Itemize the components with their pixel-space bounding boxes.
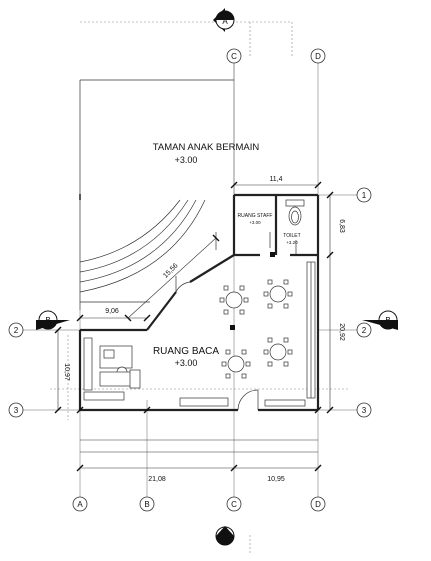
- grid-row-1: 1: [362, 191, 367, 200]
- toilet-level: +3.20: [286, 240, 298, 245]
- staff-desk: [83, 337, 141, 401]
- grid-row-2-left: 2: [14, 326, 19, 335]
- playground-outline: [79, 79, 234, 310]
- playground-name: TAMAN ANAK BERMAIN: [153, 142, 260, 153]
- grid-row-3-right: 3: [362, 406, 367, 415]
- dim-bottom-cd: 10,95: [267, 476, 285, 483]
- reading-room-level: +3.00: [175, 358, 198, 368]
- dim-bottom-ac: 21,08: [148, 476, 166, 483]
- staff-room-level: +3.00: [249, 220, 261, 225]
- dimension-lines: 11,4 6,83 20,92 10,97 15,56 9,06 21,: [54, 176, 345, 483]
- building-walls: [78, 193, 320, 412]
- room-labels: TAMAN ANAK BERMAIN +3.00 RUANG BACA +3.0…: [153, 142, 301, 368]
- site-boundary: [50, 21, 350, 555]
- column: [270, 252, 275, 257]
- bottom-shelf: [179, 397, 229, 407]
- staff-room-name: RUANG STAFF: [238, 213, 273, 219]
- bottom-shelf-right: [264, 399, 306, 407]
- section-b-left-label: B: [45, 316, 50, 325]
- grid-row-3-left: 3: [14, 406, 19, 415]
- grid-row-2-right: 2: [362, 326, 367, 335]
- grid-bubbles: C D A B C D 1 2 2 3 3: [8, 48, 372, 512]
- toilet-fixture: [285, 199, 305, 226]
- toilet-name: TOILET: [283, 233, 300, 239]
- section-b-right-label: B: [385, 316, 390, 325]
- section-marker-b-left: B: [36, 310, 70, 330]
- grid-col-b-bottom: B: [144, 500, 149, 509]
- grid-col-d-top: D: [315, 52, 321, 61]
- grid-col-a-bottom: A: [77, 500, 83, 509]
- section-marker-b-right: B: [362, 310, 398, 330]
- section-marker-a-top: A: [213, 8, 235, 32]
- grid-col-d-bottom: D: [315, 500, 321, 509]
- dim-top-cd: 11,4: [269, 176, 282, 183]
- dim-right-12a: 6,83: [338, 219, 345, 233]
- playground-level: +3.00: [175, 155, 198, 165]
- dim-left-23: 10,97: [63, 363, 70, 381]
- reading-table-3: [221, 349, 251, 379]
- section-marker-a-bottom: A: [215, 526, 235, 546]
- reading-table-2: [263, 279, 293, 309]
- reading-room-name: RUANG BACA: [153, 346, 219, 357]
- grid-col-c-top: C: [231, 52, 237, 61]
- grid-col-c-bottom: C: [231, 500, 237, 509]
- section-a-bottom-label: A: [222, 532, 228, 541]
- reading-table-1: [219, 285, 249, 315]
- reading-table-4: [263, 337, 293, 367]
- dim-diagonal: 15,56: [162, 262, 179, 279]
- column: [230, 325, 235, 330]
- dim-small-left: 9,06: [105, 308, 119, 315]
- furniture: [83, 199, 316, 407]
- section-a-top-label: A: [222, 17, 228, 26]
- dim-right-12b: 20,92: [338, 323, 345, 341]
